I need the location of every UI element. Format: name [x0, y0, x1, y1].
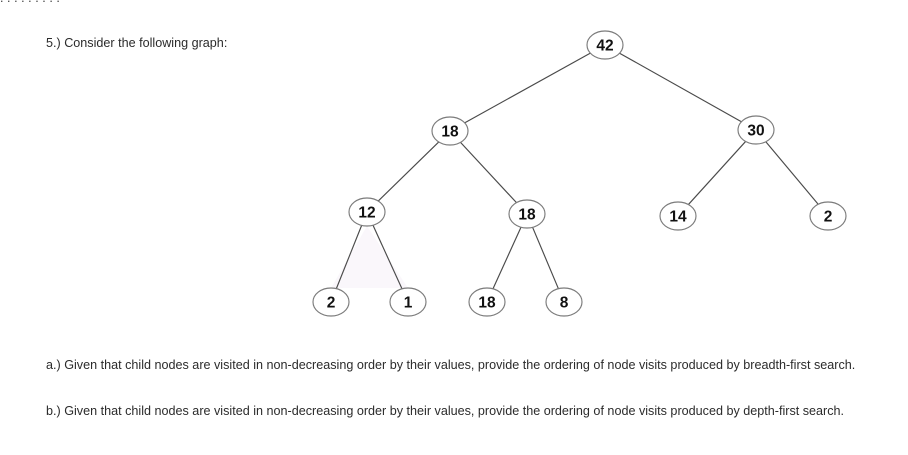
graph-node: 2 [312, 287, 350, 317]
graph-node: 18 [508, 199, 546, 229]
graph-edge [687, 141, 747, 205]
graph-node: 42 [586, 30, 624, 60]
graph-edge [372, 224, 403, 290]
node-label: 18 [518, 207, 536, 224]
graph-node: 2 [809, 201, 847, 231]
subtree-shading [331, 226, 408, 288]
graph-edge [492, 226, 522, 290]
graph-canvas: 42 18 30 12 18 14 2 2 1 18 8 [312, 30, 847, 317]
node-label: 1 [404, 295, 413, 312]
graph-edge [464, 52, 591, 124]
node-circle [809, 201, 847, 231]
node-label: 8 [560, 295, 569, 312]
graph-edge [532, 227, 559, 289]
graph-shading [331, 226, 408, 288]
node-circle [431, 116, 469, 146]
node-circle [737, 115, 775, 145]
graph-node: 18 [468, 287, 506, 317]
node-circle [545, 287, 583, 317]
graph-node: 8 [545, 287, 583, 317]
node-label: 18 [441, 124, 459, 141]
node-label: 14 [669, 209, 687, 226]
node-label: 12 [358, 205, 375, 222]
graph-edge [377, 141, 440, 202]
node-label: 18 [478, 295, 496, 312]
sub-question-b: b.) Given that child nodes are visited i… [46, 404, 845, 418]
node-label: 2 [327, 295, 336, 312]
question-prompt: 5.) Consider the following graph: [46, 36, 228, 50]
node-circle [659, 201, 697, 231]
graph-edge [335, 225, 363, 289]
graph-node: 12 [348, 197, 386, 227]
node-circle [508, 199, 546, 229]
graph-node: 18 [431, 116, 469, 146]
node-label: 2 [824, 209, 833, 226]
node-circle [586, 30, 624, 60]
graph-node: 1 [389, 287, 427, 317]
graph-node: 30 [737, 115, 775, 145]
graph-edge [619, 52, 742, 123]
node-circle [468, 287, 506, 317]
graph-edge [765, 141, 819, 205]
node-label: 30 [747, 123, 764, 140]
sub-question-a: a.) Given that child nodes are visited i… [46, 358, 856, 372]
graph-edge [460, 141, 517, 204]
graph-figure: 42 18 30 12 18 14 2 2 1 18 8 [0, 14, 908, 344]
node-circle [348, 197, 386, 227]
graph-node: 14 [659, 201, 697, 231]
clipped-previous-line: . . . . . . . . . [0, 0, 908, 3]
node-circle [312, 287, 350, 317]
graph-edges [335, 52, 819, 290]
node-circle [389, 287, 427, 317]
node-label: 42 [596, 38, 613, 55]
graph-nodes: 42 18 30 12 18 14 2 2 1 18 8 [312, 30, 847, 317]
